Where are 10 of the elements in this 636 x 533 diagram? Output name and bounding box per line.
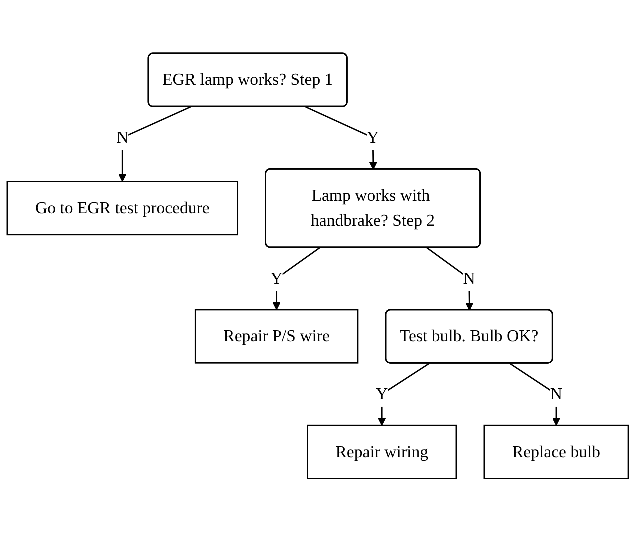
edge-label: Y — [366, 128, 380, 148]
edge-label: Y — [270, 269, 283, 288]
edge-label: N — [116, 128, 129, 148]
node-box: Repair P/S wire — [194, 310, 359, 364]
edge-label: N — [463, 269, 476, 288]
node-box: Replace bulb — [484, 425, 630, 480]
edge-label: N — [550, 384, 563, 404]
edge-label: Y — [376, 384, 388, 404]
node-box: Repair wiring — [307, 425, 458, 480]
node-box: Go to EGR test procedure — [6, 181, 238, 236]
